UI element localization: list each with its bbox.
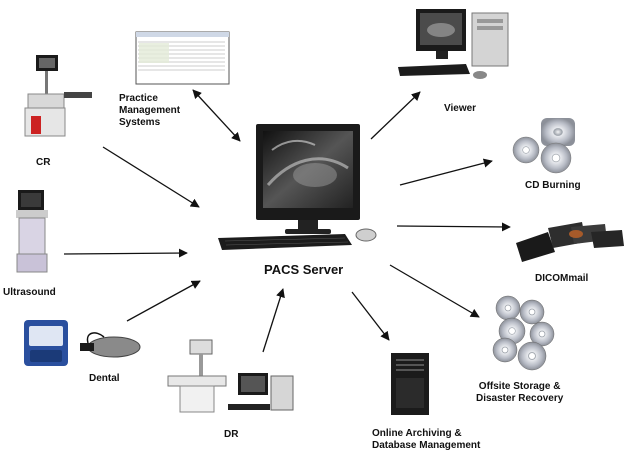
- spreadsheet-window-icon: [135, 31, 230, 85]
- practice-management-label-line3: Systems: [119, 117, 161, 128]
- arrow-pacs-viewer: [370, 91, 421, 140]
- dental-scanner-icon: [24, 320, 141, 366]
- offsite-storage-label-line2: Disaster Recovery: [476, 393, 564, 404]
- arrow-cr-pacs: [102, 146, 200, 208]
- offsite-storage-label-line1: Offsite Storage &: [478, 381, 561, 392]
- online-archiving-label-line1: Online Archiving &: [372, 428, 462, 439]
- arrow-pacs-dicommail: [396, 222, 511, 232]
- arrow-pacs-offsite: [389, 264, 480, 318]
- dicommail-label: DICOMmail: [535, 273, 589, 284]
- arrow-dr-pacs: [262, 288, 285, 353]
- online-archiving-label-line2: Database Management: [372, 440, 481, 451]
- dr-label: DR: [224, 429, 239, 440]
- dental-label: Dental: [89, 373, 120, 384]
- practice-management-label: Practice Management Systems: [119, 93, 180, 129]
- cd-stack-icon: [512, 118, 575, 174]
- ultrasound-cart-icon: [16, 190, 48, 273]
- arrow-practice-pacs: [192, 89, 241, 142]
- practice-management-label-line2: Management: [119, 105, 181, 116]
- dr-table-icon: [167, 339, 294, 413]
- viewer-label: Viewer: [444, 103, 477, 114]
- server-tower-icon: [391, 353, 429, 415]
- cr-reader-icon: [24, 55, 92, 137]
- practice-management-label-line1: Practice: [119, 93, 158, 104]
- arrow-dental-pacs: [126, 280, 201, 322]
- viewer-workstation-icon: [398, 9, 509, 79]
- connection-arrows: [63, 89, 511, 353]
- arrow-pacs-cd: [399, 158, 493, 186]
- pacs-server-label: PACS Server: [264, 262, 344, 277]
- online-archiving-label: Online Archiving & Database Management: [372, 428, 480, 452]
- pacs-workstation-icon: [218, 124, 377, 250]
- offsite-storage-label: Offsite Storage & Disaster Recovery: [476, 381, 563, 405]
- disc-stack-icon: [492, 295, 555, 371]
- dicom-films-icon: [516, 222, 624, 262]
- arrow-ultrasound-pacs: [63, 248, 188, 258]
- ultrasound-label: Ultrasound: [3, 287, 56, 298]
- cd-burning-label: CD Burning: [525, 180, 581, 191]
- arrow-pacs-archiving: [351, 291, 390, 341]
- cr-label: CR: [36, 157, 51, 168]
